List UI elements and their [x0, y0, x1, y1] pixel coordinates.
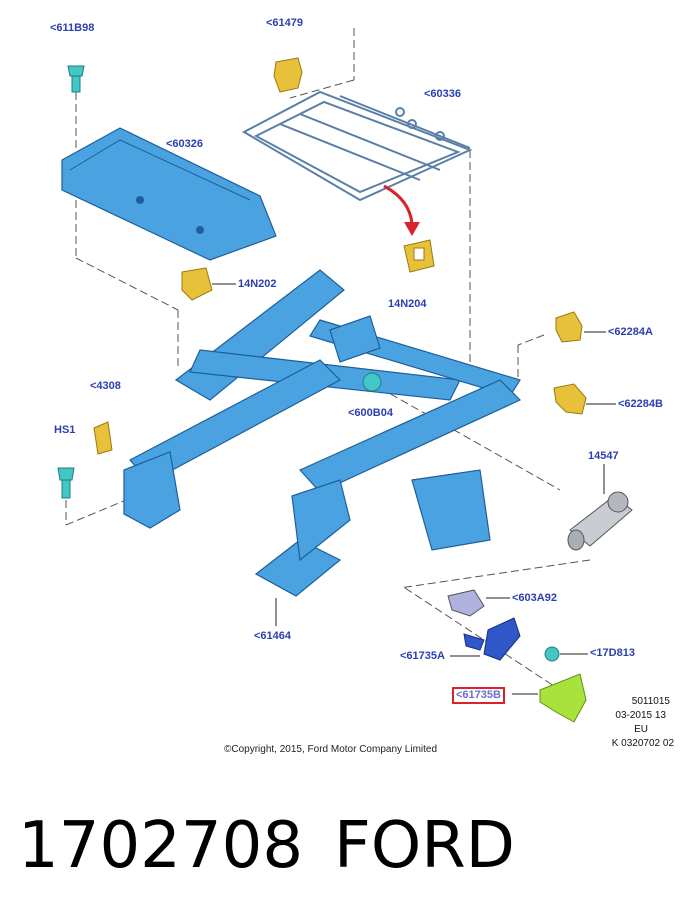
meta-region: EU: [634, 724, 648, 735]
gearbox-603A92-icon: [447, 589, 485, 617]
motor-14547-icon: [567, 491, 633, 551]
part-number: 1702708: [18, 809, 304, 883]
callout-603A92: <603A92: [512, 592, 557, 604]
screw-HS1-icon: [57, 467, 75, 499]
callout-611B98: <611B98: [50, 22, 95, 34]
clip-14N204-icon: [403, 239, 435, 273]
callout-62284B: <62284B: [618, 398, 663, 410]
callout-61735B-selected[interactable]: <61735B: [452, 687, 505, 704]
screw-17D813-icon: [544, 646, 560, 662]
clip-14N202-icon: [181, 267, 213, 301]
callout-61464: <61464: [254, 630, 292, 642]
clip-61479-icon: [273, 57, 303, 93]
callout-4308: <4308: [90, 380, 121, 392]
callout-14N204: 14N204: [388, 298, 427, 310]
meta-reference: K 0320702 02: [611, 738, 674, 749]
callout-62284A: <62284A: [608, 326, 653, 338]
bracket-4308-icon: [93, 421, 113, 455]
wire-mat-60336-icon: [241, 90, 473, 202]
cover-61735A-icon: [463, 617, 521, 661]
callout-61479: <61479: [266, 17, 304, 29]
nut-600B04-icon: [362, 372, 382, 392]
meta-date: 03-2015 13: [615, 710, 666, 721]
callout-600B04: <600B04: [348, 407, 393, 419]
callout-14N202: 14N202: [238, 278, 277, 290]
callout-HS1: HS1: [54, 424, 76, 436]
callout-61735A: <61735A: [400, 650, 445, 662]
callout-60336: <60336: [424, 88, 462, 100]
meta-code-1: 5011015: [631, 696, 670, 707]
brand-name: FORD: [334, 809, 515, 883]
callout-60326: <60326: [166, 138, 204, 150]
seat-pan-60326-icon: [61, 127, 277, 261]
bracket-62284A-icon: [555, 311, 583, 343]
direction-arrow-icon: [383, 184, 420, 236]
callout-14547: 14547: [588, 450, 619, 462]
fastener-611B98-icon: [67, 65, 85, 93]
copyright-notice: ©Copyright, 2015, Ford Motor Company Lim…: [224, 744, 438, 755]
cover-61735B-highlight-icon: [539, 673, 587, 723]
bracket-62284B-icon: [553, 383, 587, 415]
seat-frame-exploded-diagram: [57, 28, 633, 723]
callout-17D813: <17D813: [590, 647, 635, 659]
seat-track-frame-icon: [123, 269, 522, 597]
